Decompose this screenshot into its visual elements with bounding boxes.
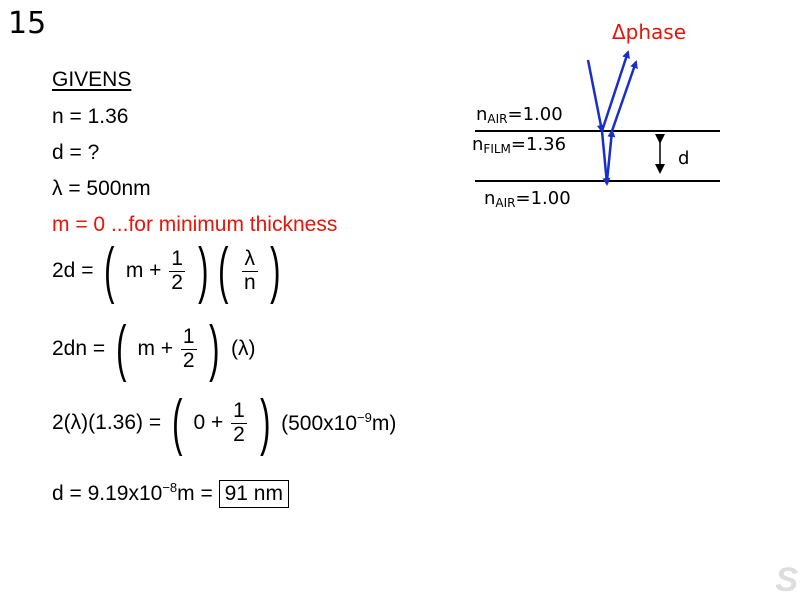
refracted-ray — [600, 130, 611, 186]
incident-ray — [586, 59, 605, 133]
open-paren: ( — [218, 236, 229, 305]
eq1-lhs: 2d = — [52, 259, 94, 282]
given-d: d = ? — [52, 141, 100, 164]
eq2-m: m + — [137, 337, 174, 360]
n-air-bottom-label: nAIR=1.00 — [484, 188, 571, 210]
n-air-top-label: nAIR=1.00 — [476, 104, 563, 126]
eq2-lhs: 2dn = — [52, 337, 106, 360]
thickness-label: d — [678, 148, 690, 169]
phase-label: Δphase — [612, 20, 687, 44]
eq2-rhs: (λ) — [230, 337, 256, 360]
open-paren: ( — [116, 314, 127, 383]
close-paren: ) — [197, 236, 209, 305]
result-equation: d = 9.19x10−8m = 91 nm — [52, 480, 289, 508]
answer-box: 91 nm — [218, 480, 289, 508]
n-film-label: nFILM=1.36 — [472, 134, 567, 156]
eq3-rhs: (500x10−9m) — [281, 410, 397, 435]
close-paren: ) — [270, 236, 281, 305]
reflected-ray-bottom — [605, 129, 616, 182]
reflected-ray-top — [600, 50, 630, 132]
close-paren: ) — [209, 314, 220, 383]
watermark-logo: S — [775, 561, 798, 599]
open-paren: ( — [104, 236, 115, 305]
eq3-zero: 0 + — [193, 411, 224, 434]
givens-heading: GIVENS — [52, 68, 132, 91]
given-n: n = 1.36 — [52, 105, 129, 128]
given-lambda: λ = 500nm — [52, 177, 151, 200]
close-paren: ) — [259, 388, 271, 457]
eq3-lhs: 2(λ)(1.36) = — [52, 411, 162, 434]
open-paren: ( — [172, 388, 183, 457]
slide-number: 15 — [8, 6, 47, 41]
given-m: m = 0 ...for minimum thickness — [52, 213, 338, 236]
emerging-ray — [610, 60, 638, 132]
eq1-m: m + — [125, 259, 162, 282]
